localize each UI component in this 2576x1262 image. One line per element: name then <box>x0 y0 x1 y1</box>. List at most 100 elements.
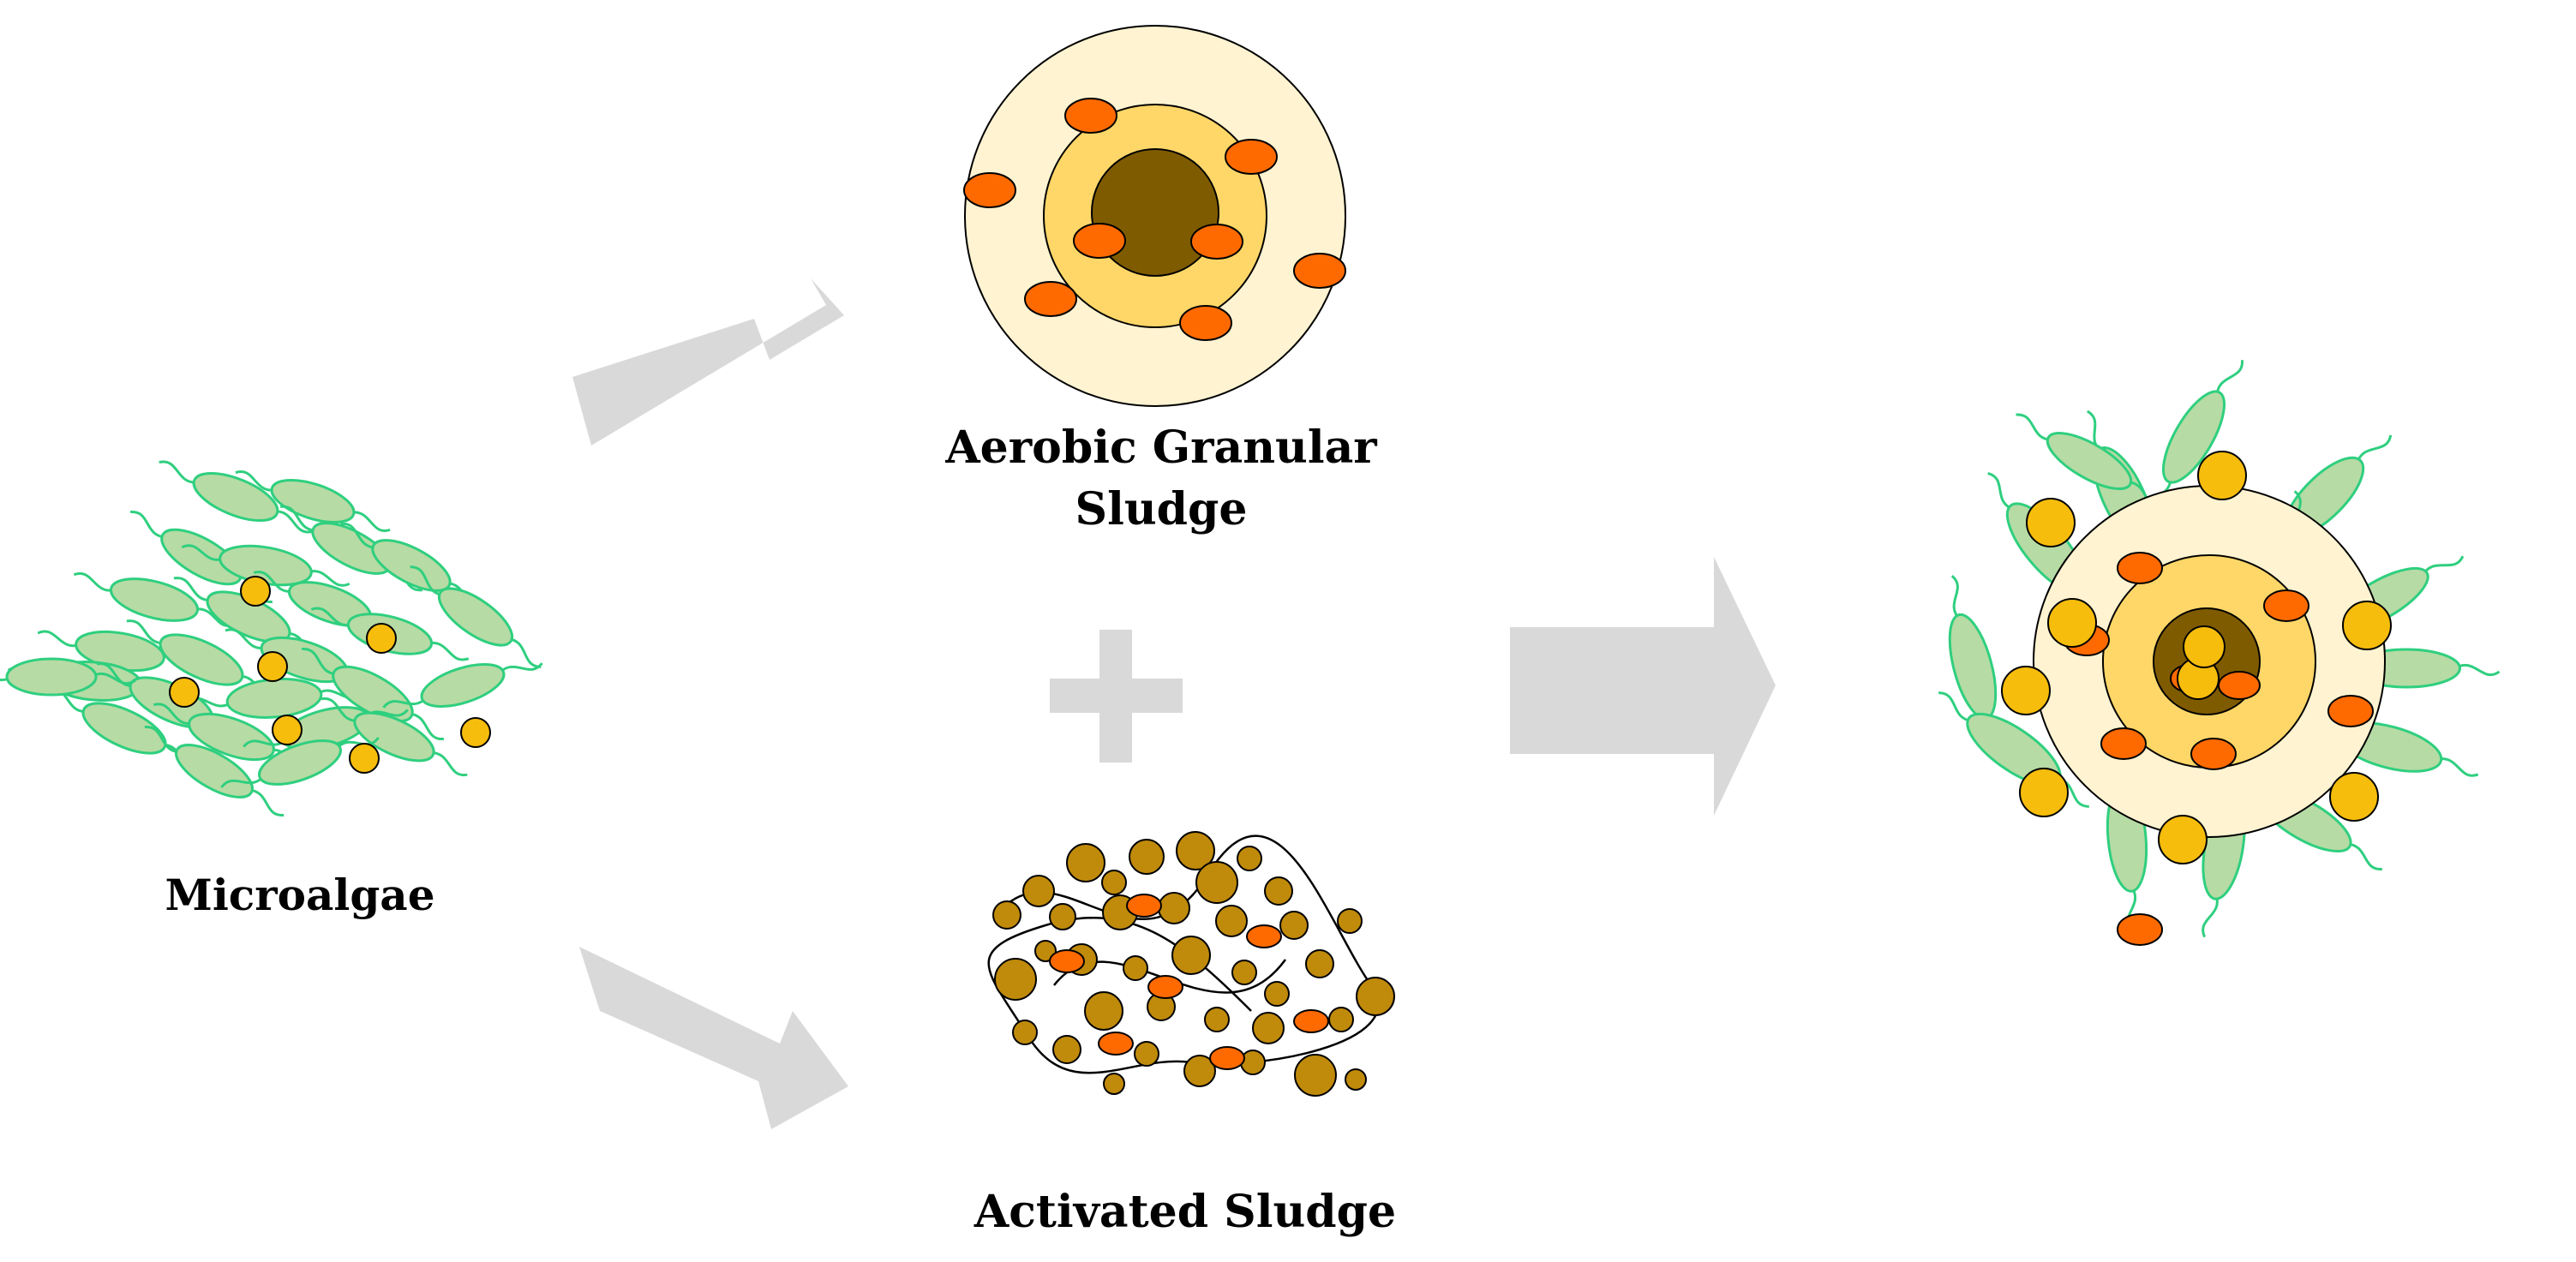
floc-particle <box>1240 1050 1266 1075</box>
floc-particle <box>1305 949 1334 978</box>
alga-cell-body <box>420 662 506 709</box>
orange-bacterium <box>1190 224 1243 260</box>
floc-particle <box>1356 977 1395 1016</box>
yellow-bacterium <box>2158 815 2208 864</box>
orange-bacterium <box>1126 894 1162 918</box>
alga-cell-body <box>258 739 342 786</box>
orange-bacterium <box>2117 913 2163 946</box>
floc-particle <box>1215 905 1248 937</box>
floc-particle <box>1252 1012 1285 1044</box>
orange-bacterium <box>2100 727 2147 760</box>
floc-particle <box>1022 875 1055 907</box>
floc-particle <box>1264 981 1290 1007</box>
alga-cell-body <box>353 711 435 763</box>
floc-particle <box>1279 911 1309 940</box>
orange-bacterium <box>2190 738 2237 770</box>
yellow-bacterium <box>2197 451 2247 500</box>
floc-particle <box>1264 876 1293 906</box>
floc-particle <box>1337 908 1363 934</box>
floc-particle <box>1158 892 1190 924</box>
arrow-to-aerobic-granular-sludge <box>572 278 844 446</box>
floc-particle <box>1171 936 1211 975</box>
orange-bacterium <box>1024 281 1077 317</box>
yellow-bacterium <box>2001 666 2051 715</box>
algal-bacterial-granule <box>1938 360 2501 946</box>
alga-cell-body <box>159 633 244 686</box>
orange-bacterium <box>1098 1032 1134 1056</box>
floc-particle <box>1195 861 1238 904</box>
orange-bacterium <box>963 172 1016 208</box>
yellow-bacterium <box>169 677 200 708</box>
activated-sludge-floc <box>987 831 1395 1097</box>
orange-bacterium <box>1293 253 1346 289</box>
microalga <box>181 544 350 587</box>
orange-bacterium <box>1073 223 1126 259</box>
yellow-bacterium <box>240 576 271 607</box>
core-orange-bacterium <box>2218 671 2261 700</box>
orange-bacterium <box>1246 924 1282 948</box>
microalga <box>144 726 285 816</box>
floc-particle <box>1084 991 1123 1031</box>
microalga <box>235 470 391 532</box>
floc-particle <box>1294 1054 1337 1097</box>
arrow-to-combined-granule <box>1510 557 1776 816</box>
alga-cell-body <box>188 712 275 762</box>
floc-particle <box>992 900 1021 930</box>
alga-cell-body <box>2161 390 2226 484</box>
alga-cell-body <box>5 657 98 697</box>
microalgae-cluster <box>0 460 543 816</box>
microalga <box>0 657 136 697</box>
floc-particle <box>1012 1020 1038 1045</box>
microalga <box>382 662 543 709</box>
floc-particle <box>994 958 1037 1001</box>
label-aerobic-granular-sludge-line1: Aerobic Granular <box>944 422 1377 474</box>
yellow-bacterium <box>460 717 491 748</box>
floc-particle <box>1345 1068 1367 1091</box>
orange-bacterium <box>1293 1009 1329 1033</box>
floc-particle <box>1328 1007 1354 1032</box>
label-activated-sludge: Activated Sludge <box>973 1186 1396 1238</box>
alga-cell-body <box>371 539 452 592</box>
floc-particle <box>1103 1073 1125 1095</box>
floc-particle <box>1066 843 1105 882</box>
microalga <box>410 565 542 668</box>
orange-bacterium <box>1179 305 1232 341</box>
alga-cell-body <box>160 528 243 586</box>
floc-particle <box>1183 1055 1216 1087</box>
floc-particle <box>1134 1041 1159 1067</box>
yellow-bacterium <box>2026 498 2076 547</box>
alga-cell-body <box>1948 613 1998 721</box>
orange-bacterium <box>2327 695 2374 727</box>
arrows <box>572 278 1776 1129</box>
granule-bacteria <box>963 98 1346 341</box>
arrow-to-activated-sludge <box>579 947 848 1129</box>
alga-flagellum <box>2453 663 2501 677</box>
orange-bacterium <box>1225 139 1278 175</box>
aerobic-granular-sludge-granule <box>963 25 1346 407</box>
orange-bacterium <box>1049 949 1085 973</box>
yellow-bacterium <box>349 743 380 774</box>
yellow-bacterium <box>2329 772 2379 822</box>
alga-cell-body <box>175 744 254 798</box>
yellow-bacterium <box>2047 598 2097 648</box>
alga-cell-body <box>81 702 167 755</box>
microalga <box>159 460 313 534</box>
yellow-bacterium <box>257 651 288 682</box>
core-yellow-bacterium <box>2183 625 2226 668</box>
label-microalgae: Microalgae <box>165 870 434 920</box>
yellow-bacterium <box>366 623 397 654</box>
yellow-bacterium <box>2342 601 2392 650</box>
yellow-bacterium <box>272 715 303 745</box>
alga-cell-body <box>2046 432 2133 490</box>
plus-sign <box>1050 630 1183 763</box>
microalga <box>321 697 468 776</box>
floc-particle <box>1176 831 1215 870</box>
floc-particle <box>1123 955 1148 981</box>
orange-bacterium <box>1209 1046 1245 1070</box>
floc-particle <box>1049 903 1076 930</box>
floc-particle <box>1129 839 1165 875</box>
floc-particle <box>1231 960 1257 985</box>
granule-embedded-cells <box>2001 451 2392 946</box>
floc-particle <box>1237 846 1262 871</box>
